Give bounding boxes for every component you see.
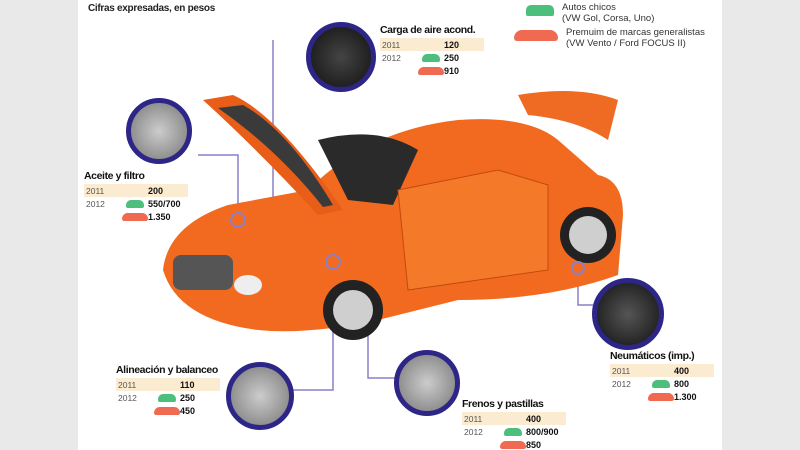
year: 2012 [464,426,483,437]
year: 2012 [118,392,137,403]
legend-label: Autos chicos [562,2,616,13]
premium-car-icon [122,212,148,221]
year: 2011 [382,39,401,50]
value-2012-small: 800 [674,378,690,389]
small-car-icon [652,379,670,388]
block-aire: Carga de aire acond. 2011 120 2012 250 910 [380,24,484,77]
value-2012-premium: 450 [180,405,196,416]
infographic: Cifras expresadas, en pesos Autos c [78,0,722,450]
block-title: Aceite y filtro [84,170,145,182]
car-illustration [163,40,623,391]
grille [173,255,233,290]
windshield [318,134,418,205]
value-2012-premium: 1.350 [148,211,171,222]
block-aceite: Aceite y filtro 2011 200 2012 550/700 1.35… [84,170,188,223]
value-2012-small: 250 [444,52,460,63]
door [397,169,549,291]
legend-small-cars: Autos chicos(VW Gol, Corsa, Uno) [526,2,705,24]
value-2012-premium: 910 [444,65,460,76]
year: 2012 [382,52,401,63]
legend-examples: (VW Vento / Ford FOCUS II) [566,38,686,49]
premium-car-icon [154,406,180,415]
legend-premium-cars: Premuim de marcas generalistas(VW Vento … [514,27,705,49]
block-frenos: Frenos y pastillas 2011 400 2012 800/900 8… [462,398,566,450]
premium-car-icon [514,30,558,41]
suspension-icon [226,362,294,430]
small-car-icon [158,393,176,402]
air-conditioning-icon [306,22,376,92]
legend-examples: (VW Gol, Corsa, Uno) [562,13,655,24]
year: 2012 [612,378,631,389]
small-car-icon [504,427,522,436]
trunk-lid [518,91,618,140]
year: 2011 [612,365,631,376]
block-title: Frenos y pastillas [462,398,544,410]
value-2012-premium: 850 [526,439,542,450]
value-2011: 200 [148,185,164,196]
block-title: Alineación y balanceo [116,364,218,376]
small-car-icon [422,53,440,62]
year: 2011 [464,413,483,424]
premium-car-icon [500,440,526,449]
value-2012-small: 250 [180,392,196,403]
car-body [163,119,623,332]
value-2011: 400 [674,365,690,376]
block-neumaticos: Neumáticos (imp.) 2011 400 2012 800 1.300 [610,350,714,403]
value-2011: 400 [526,413,542,424]
brake-disc-icon [394,350,460,416]
block-alineacion: Alineación y balanceo 2011 110 2012 250 45… [116,364,220,417]
legend: Autos chicos(VW Gol, Corsa, Uno) Premuim… [514,2,705,52]
value-2011: 110 [180,379,195,390]
legend-label: Premuim de marcas generalistas [566,27,705,38]
value-2011: 120 [444,39,460,50]
year: 2011 [118,379,137,390]
value-2012-small: 800/900 [526,426,559,437]
premium-car-icon [648,392,674,401]
small-car-icon [126,199,144,208]
year: 2011 [86,185,105,196]
subtitle: Cifras expresadas, en pesos [88,3,215,14]
block-title: Carga de aire acond. [380,24,476,36]
value-2012-premium: 1.300 [674,391,697,402]
small-car-icon [526,5,554,16]
year: 2012 [86,198,105,209]
oil-filter-icon [126,98,192,164]
block-title: Neumáticos (imp.) [610,350,695,362]
premium-car-icon [418,66,444,75]
value-2012-small: 550/700 [148,198,181,209]
tire-icon [592,278,664,350]
